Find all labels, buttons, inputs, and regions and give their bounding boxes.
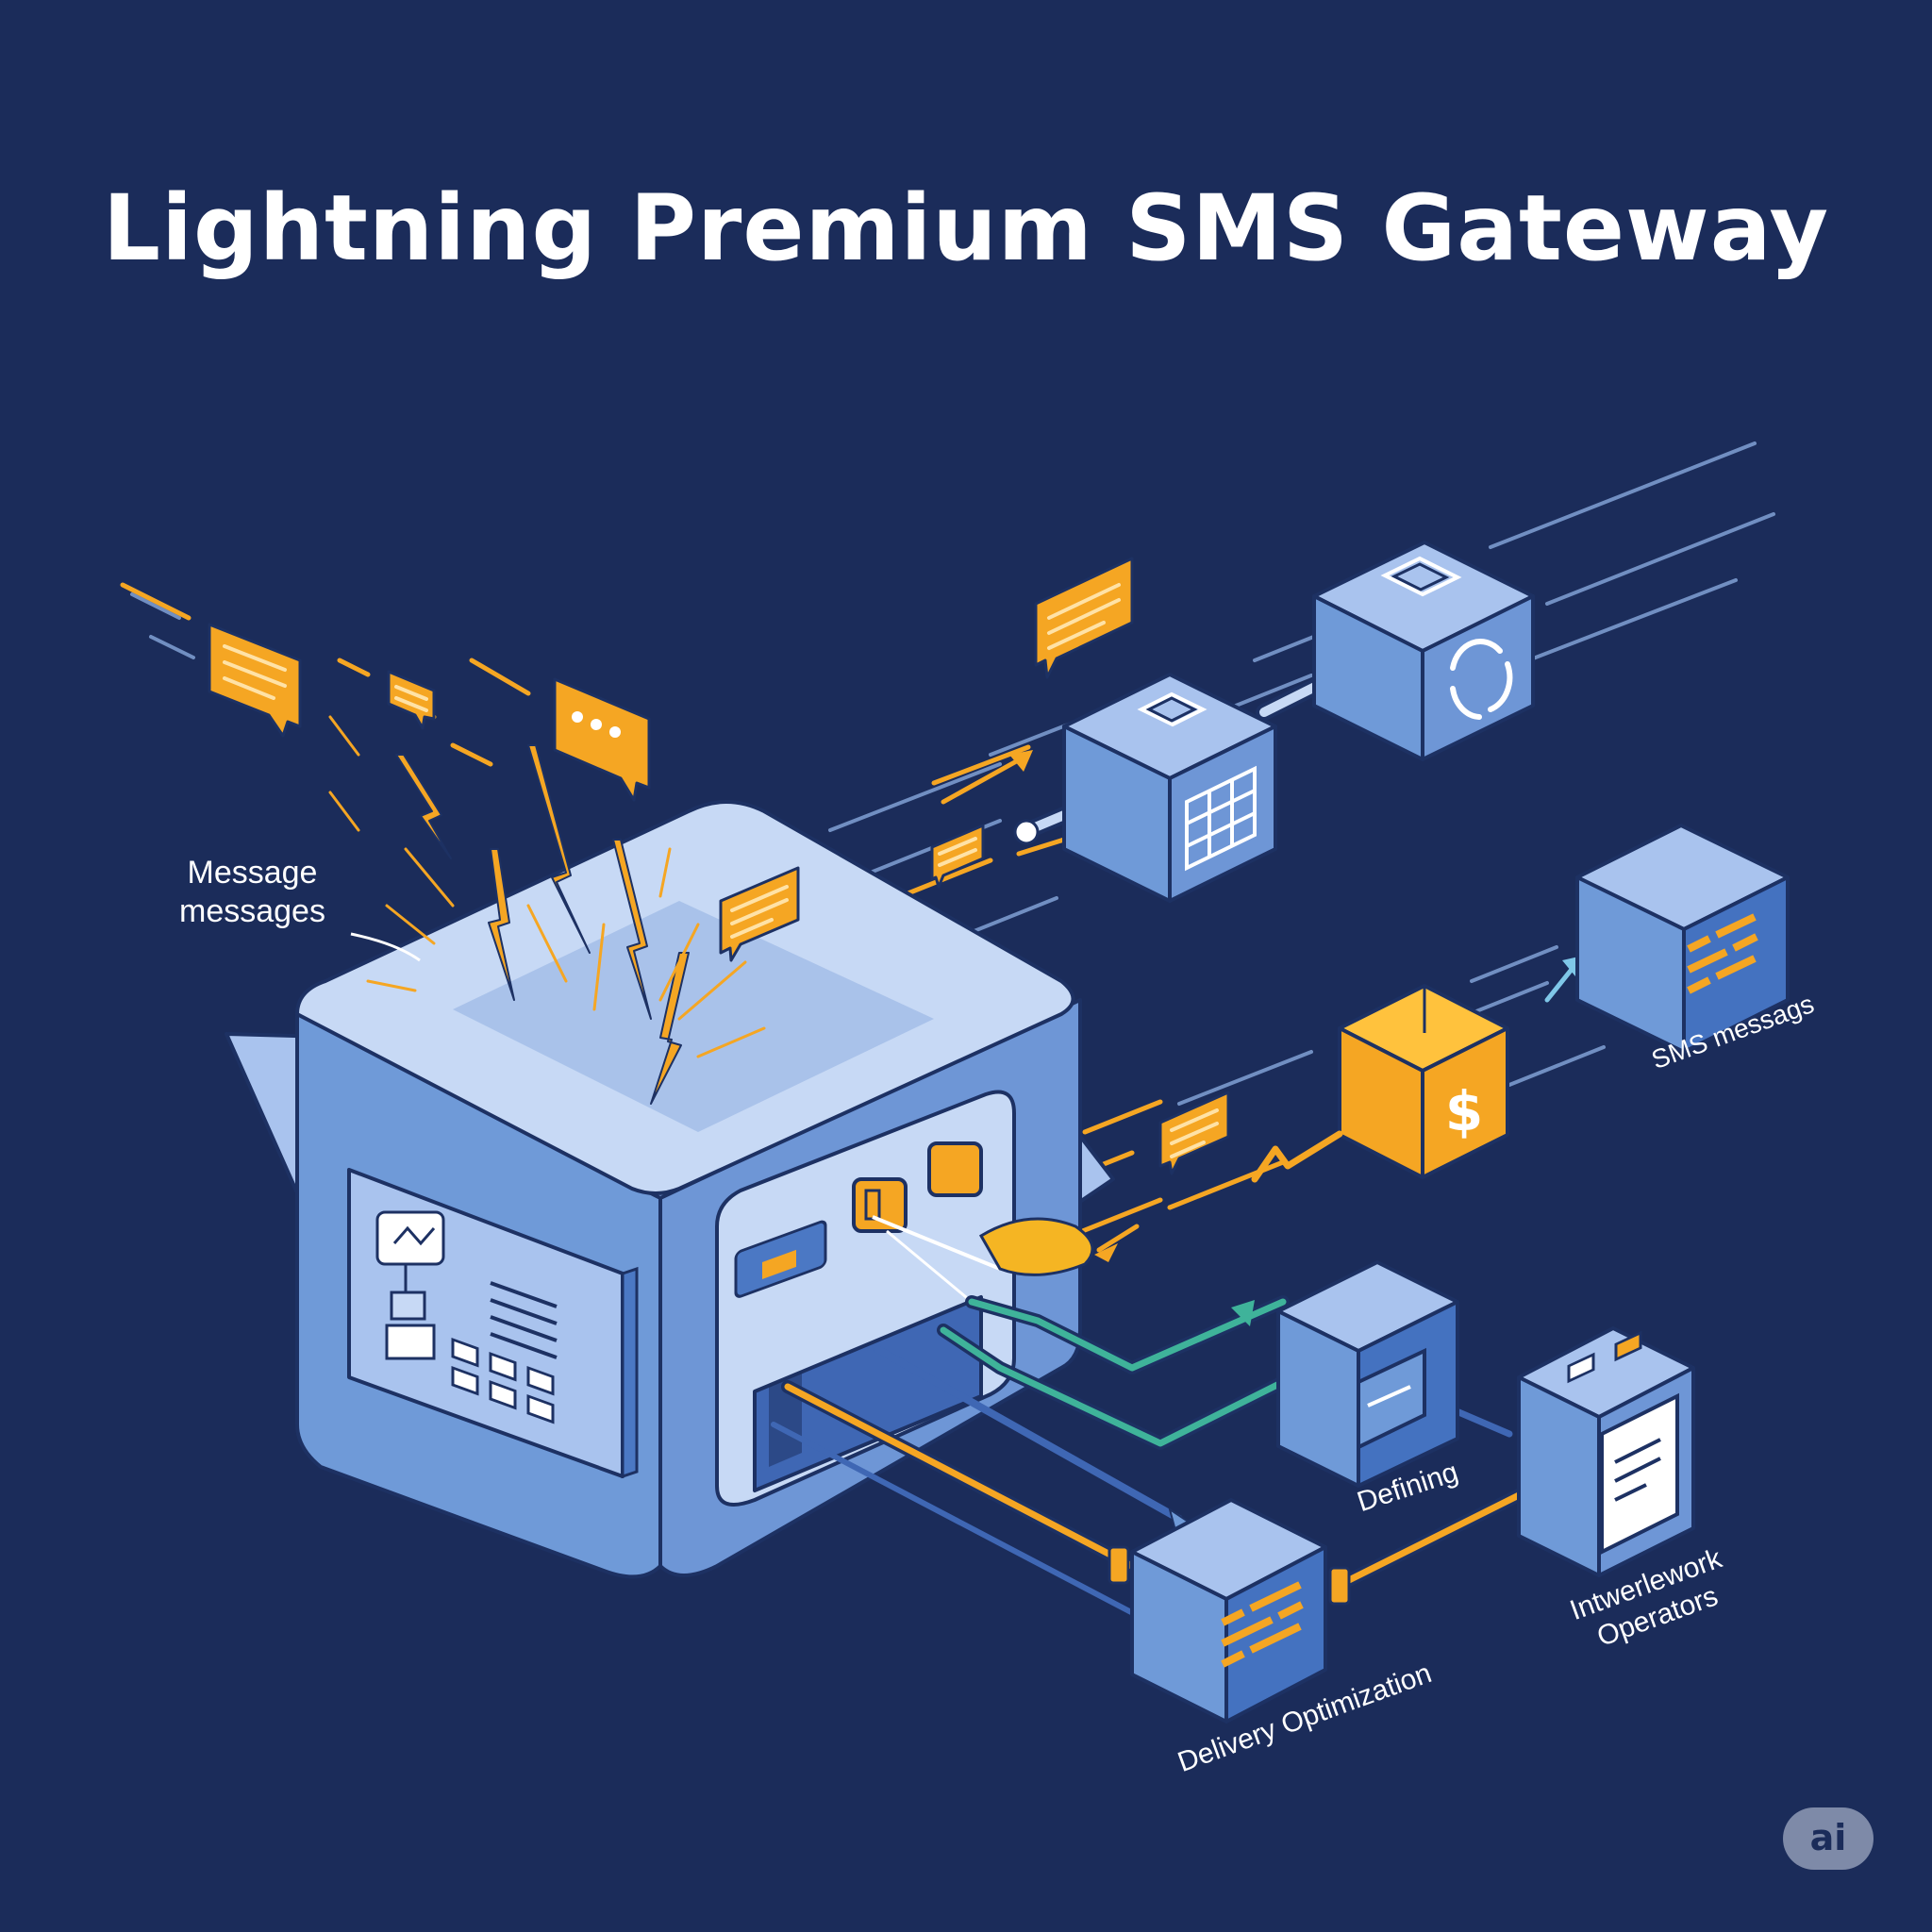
ai-badge: ai [1783,1807,1874,1870]
operators-cube [1517,1326,1695,1577]
chip-icon [1380,556,1462,597]
sms-cube [1575,824,1790,1054]
gateway-server [225,800,1115,1579]
label-pointer [350,932,421,962]
delivery-cube [1130,1498,1327,1724]
message-screen-icon [375,1210,445,1266]
label-line: messages [179,892,325,929]
chip-icon [1137,691,1208,727]
defining-cube [1276,1260,1459,1488]
refresh-icon [1450,639,1513,720]
chat-bubble-icon [930,824,985,889]
message-lines-icon [1221,1581,1304,1668]
typing-bubble-icon [553,677,651,802]
chat-bubble-icon [1034,557,1134,679]
page-title: Lightning Premium SMS Gateway [102,175,1830,281]
message-lines-icon [1687,913,1758,994]
chat-bubble-icon [387,670,436,730]
chat-bubble-icon [719,866,800,962]
processing-cube [1062,673,1277,903]
billing-cube: $ [1251,984,1509,1183]
label-message-messages: Message messages [179,854,325,931]
dollar-icon: $ [1445,1079,1483,1143]
chat-bubble-icon [1158,1091,1230,1175]
lock-connector-icon [978,1217,1094,1276]
label-line: Message [187,855,318,891]
message-bubbles [208,557,1230,1175]
lightning-bolts [395,744,690,1105]
grid-icon [1185,765,1257,872]
routing-cube [1312,541,1535,761]
document-icon [1600,1392,1679,1556]
chat-bubble-icon [208,623,302,738]
sparks [328,715,766,1058]
